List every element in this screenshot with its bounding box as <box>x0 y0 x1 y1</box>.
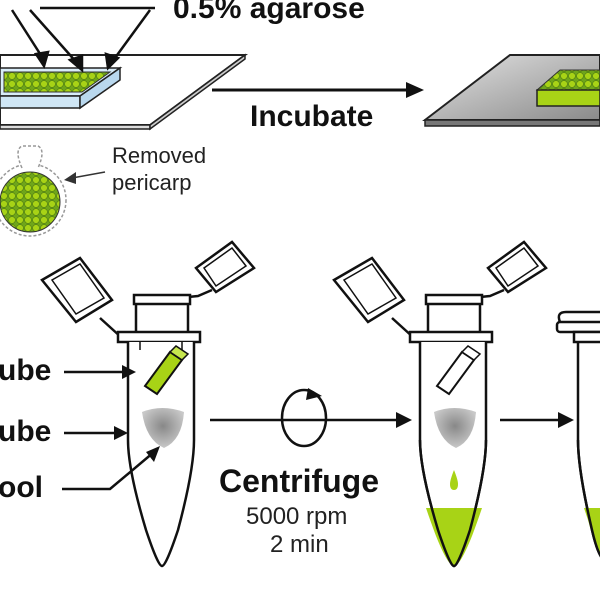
agarose-gel-block <box>0 66 123 110</box>
centrifuge-time: 2 min <box>270 531 329 558</box>
pericarp-pointer-arrow <box>64 171 106 184</box>
tube-middle <box>332 240 548 568</box>
next-step-arrow <box>500 412 574 428</box>
agarose-label: 0.5% agarose <box>173 0 365 25</box>
outer-tube-arrow <box>64 426 128 440</box>
removed-label: Removed <box>112 143 206 168</box>
agarose-pointer-arrows <box>10 6 155 73</box>
tube-left <box>40 240 256 568</box>
tube-right <box>555 310 600 558</box>
incubated-seed-layer <box>535 69 600 107</box>
outer-tube-label: ube <box>0 415 51 448</box>
tube-middle-lid-left <box>332 256 415 339</box>
incubate-arrow <box>212 82 424 98</box>
inner-tube-label: ube <box>0 354 51 387</box>
tube-middle-lid-right <box>469 240 548 300</box>
rotation-icon <box>280 388 328 448</box>
tube-left-inner-gel <box>143 345 190 396</box>
tube-left-lid-left <box>40 256 123 339</box>
tube-middle-inner-empty <box>435 345 482 396</box>
tube-left-lid-right <box>177 240 256 300</box>
inner-tube-arrow <box>64 365 136 379</box>
centrifuge-label: Centrifuge <box>219 463 379 499</box>
pool-arrow <box>62 446 160 491</box>
incubate-label: Incubate <box>250 100 373 133</box>
pool-label: ool <box>0 471 43 504</box>
centrifuge-speed: 5000 rpm <box>246 503 347 530</box>
pericarp-label: pericarp <box>112 170 191 195</box>
pericarp-seed-cluster <box>0 145 67 237</box>
centrifuge-arrow <box>210 412 412 428</box>
